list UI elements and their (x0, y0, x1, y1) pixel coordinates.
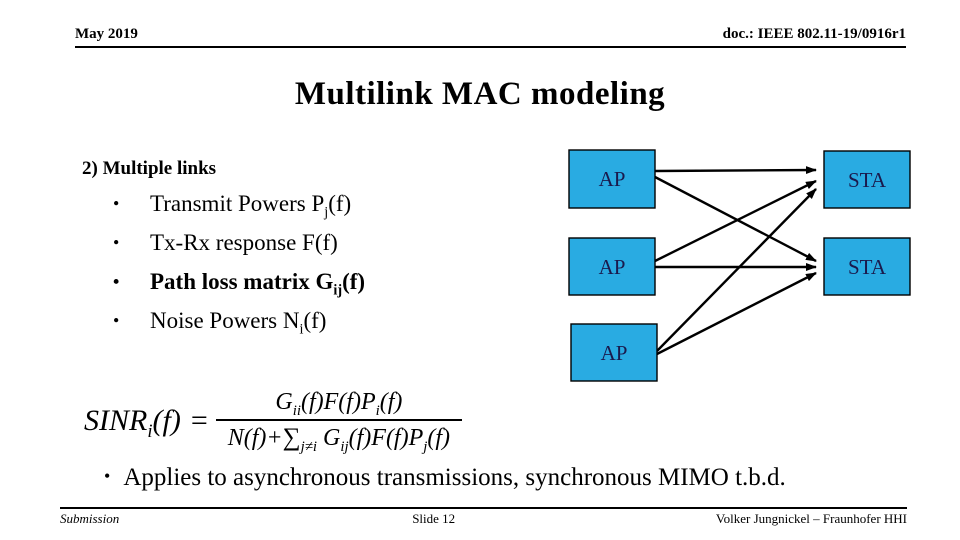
bullet-text: Path loss matrix Gij(f) (150, 268, 366, 299)
conclusion-text: Applies to asynchronous transmissions, s… (123, 464, 786, 491)
ap-box-1 (568, 149, 656, 209)
ap-label-3: AP (601, 341, 628, 365)
fraction-denominator: N(f)+∑j≠i Gij(f)F(f)Pj(f) (215, 419, 463, 454)
slide-footer: Submission Slide 12 Volker Jungnickel – … (60, 507, 907, 527)
formula-equals: = (190, 403, 208, 437)
arrow-ap3-to-sta1 (656, 188, 817, 352)
bullet-text: Transmit Powers Pj(f) (150, 190, 352, 221)
header-doc-number: doc.: IEEE 802.11-19/0916r1 (722, 26, 906, 42)
network-diagram: AP AP AP STA STA (568, 149, 911, 382)
bullet-marker: • (113, 232, 120, 252)
ap-label-2: AP (599, 255, 626, 279)
sta-box-1 (823, 150, 911, 209)
footer-slide-number: Slide 12 (412, 511, 456, 526)
header-date: May 2019 (75, 26, 138, 42)
arrow-ap1-to-sta1 (654, 166, 817, 175)
arrow-ap3-to-sta2 (656, 271, 817, 356)
sta-box-2 (823, 237, 911, 296)
footer-author: Volker Jungnickel – Fraunhofer HHI (715, 511, 908, 526)
slide-header: May 2019 doc.: IEEE 802.11-19/0916r1 (75, 26, 906, 48)
section-heading: 2) Multiple links (82, 158, 217, 179)
bullet-marker: • (113, 310, 120, 330)
ap-label-1: AP (599, 167, 626, 191)
bullet-text: Noise Powers Ni(f) (150, 307, 327, 338)
formula-fraction: Gii(f)F(f)Pi(f) N(f)+∑j≠i Gij(f)F(f)Pj(f… (215, 389, 463, 454)
bullet-list: • Transmit Powers Pj(f) • Tx-Rx response… (113, 184, 533, 340)
sta-label-1: STA (848, 168, 887, 192)
bullet-item: • Path loss matrix Gij(f) (113, 262, 533, 301)
summation-symbol: ∑ (282, 424, 301, 451)
ap-box-3 (570, 323, 658, 382)
bullet-item: • Tx-Rx response F(f) (113, 223, 533, 262)
arrow-ap2-to-sta1 (654, 179, 817, 263)
bullet-marker: • (113, 193, 120, 213)
sinr-formula: SINRi(f) = Gii(f)F(f)Pi(f) N(f)+∑j≠i Gij… (84, 389, 463, 454)
sta-label-2: STA (848, 255, 887, 279)
formula-lhs: SINRi(f) (84, 403, 181, 442)
ap-box-2 (568, 237, 656, 296)
fraction-numerator: Gii(f)F(f)Pi(f) (275, 389, 403, 419)
footer-submission: Submission (60, 511, 120, 526)
conclusion-bullet: • Applies to asynchronous transmissions,… (104, 464, 786, 492)
arrow-ap1-to-sta2 (654, 175, 817, 263)
bullet-marker: • (113, 271, 120, 291)
slide-title: Multilink MAC modeling (294, 76, 666, 112)
bullet-marker: • (104, 466, 111, 486)
bullet-text: Tx-Rx response F(f) (150, 229, 338, 255)
bullet-item: • Noise Powers Ni(f) (113, 301, 533, 340)
bullet-item: • Transmit Powers Pj(f) (113, 184, 533, 223)
